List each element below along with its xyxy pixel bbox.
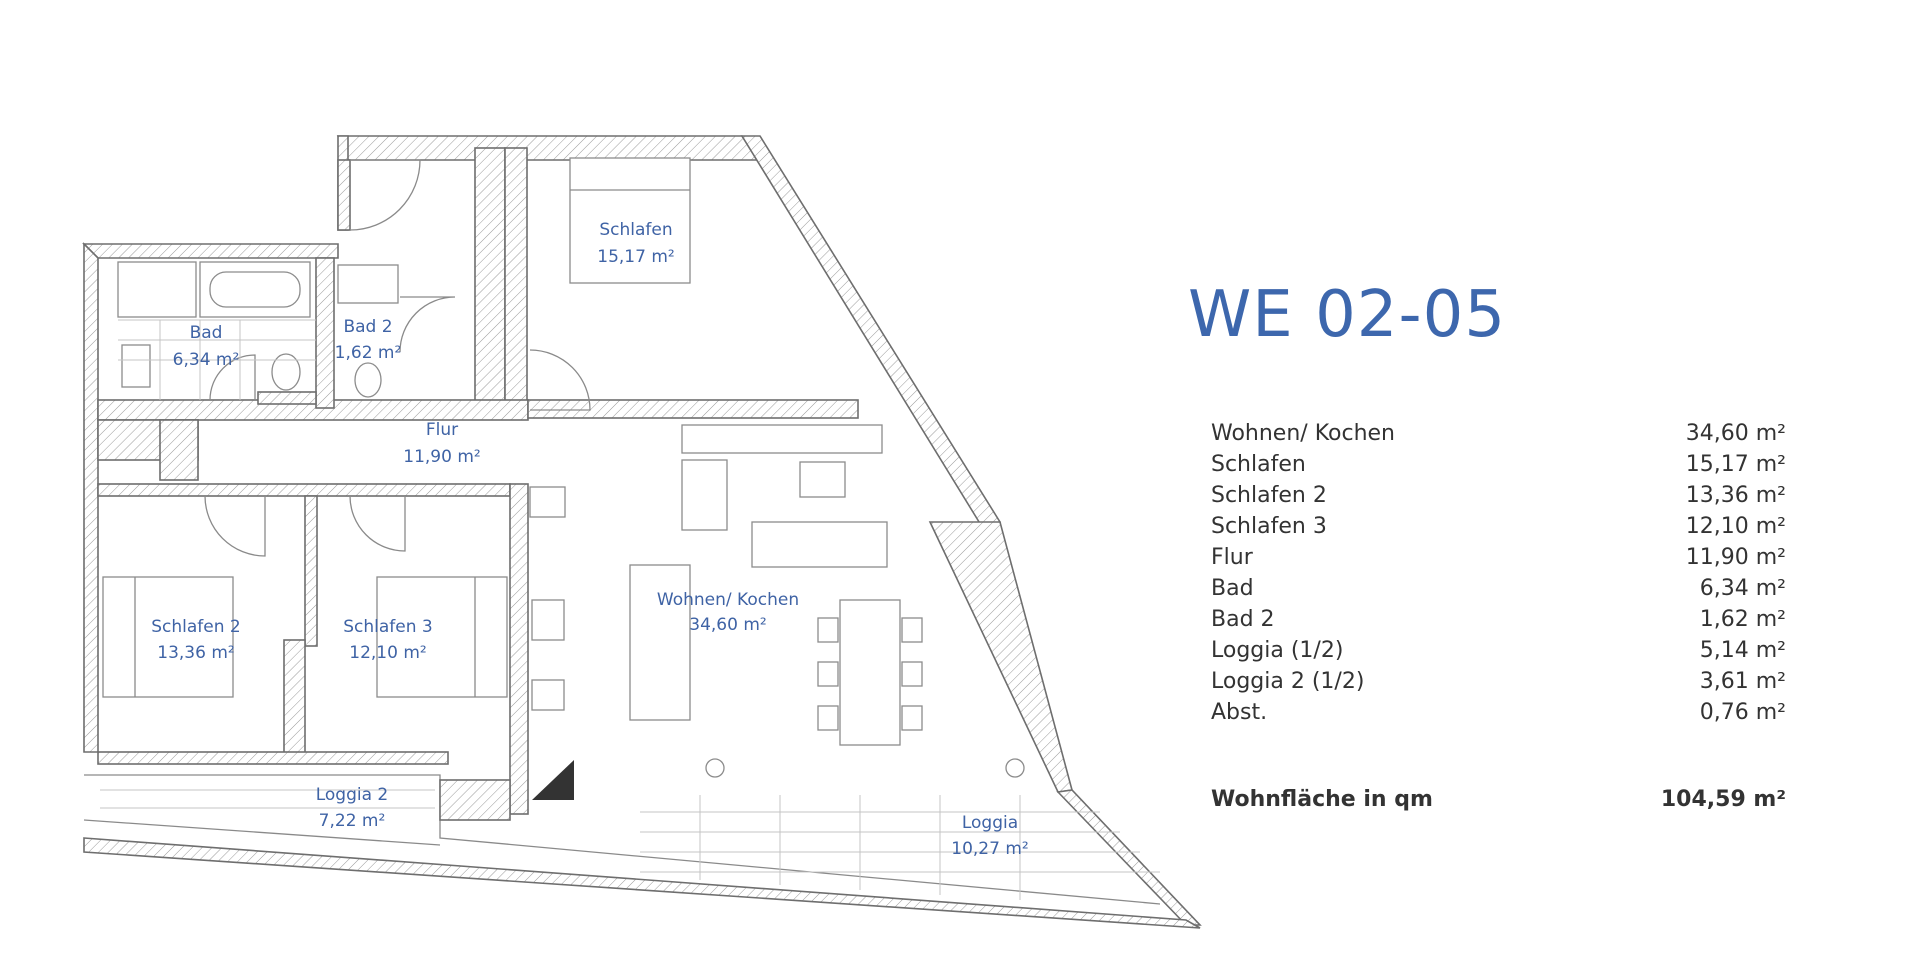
doors (204, 159, 591, 557)
area-row-schlafen2: Schlafen 2 13,36 m² (1211, 480, 1786, 511)
room-schlafen2-area: 13,36 m² (157, 643, 234, 663)
area-row-loggia2: Loggia 2 (1/2) 3,61 m² (1211, 666, 1786, 697)
room-schlafen2-name: Schlafen 2 (151, 617, 241, 637)
area-row-label: Schlafen 2 (1211, 483, 1327, 508)
area-row-loggia: Loggia (1/2) 5,14 m² (1211, 635, 1786, 666)
area-row-value: 34,60 m² (1685, 421, 1786, 446)
unit-title: WE 02-05 (1188, 278, 1507, 352)
area-row-label: Schlafen 3 (1211, 514, 1327, 539)
area-row-label: Bad 2 (1211, 607, 1275, 632)
total-value: 104,59 m² (1660, 787, 1786, 812)
total-label: Wohnfläche in qm (1211, 787, 1433, 812)
area-row-value: 12,10 m² (1685, 514, 1786, 539)
area-row-schlafen: Schlafen 15,17 m² (1211, 449, 1786, 480)
loggia-tiles (100, 789, 1160, 900)
room-bad2-area: 1,62 m² (335, 343, 402, 363)
room-loggia-area: 10,27 m² (951, 839, 1028, 859)
room-loggia2-name: Loggia 2 (316, 785, 389, 805)
area-row-value: 13,36 m² (1685, 483, 1786, 508)
area-row-schlafen3: Schlafen 3 12,10 m² (1211, 511, 1786, 542)
exterior-walls (82, 135, 1202, 929)
room-bad-name: Bad (190, 323, 223, 343)
area-row-value: 15,17 m² (1685, 452, 1786, 477)
area-row-value: 1,62 m² (1699, 607, 1786, 632)
total-row: Wohnfläche in qm 104,59 m² (1211, 787, 1786, 812)
living-furniture (529, 424, 1025, 800)
room-loggia2-area: 7,22 m² (319, 811, 386, 831)
area-row-label: Flur (1211, 545, 1253, 570)
room-schlafen-name: Schlafen (599, 220, 672, 240)
area-row-bad2: Bad 2 1,62 m² (1211, 604, 1786, 635)
room-loggia-name: Loggia (962, 813, 1018, 833)
area-row-value: 6,34 m² (1699, 576, 1786, 601)
area-row-label: Loggia 2 (1/2) (1211, 669, 1365, 694)
room-flur-area: 11,90 m² (403, 447, 480, 467)
area-row-value: 0,76 m² (1699, 700, 1786, 725)
area-row-value: 5,14 m² (1699, 638, 1786, 663)
area-row-label: Abst. (1211, 700, 1268, 725)
room-bad-area: 6,34 m² (173, 350, 240, 370)
area-row-label: Schlafen (1211, 452, 1306, 477)
area-row-label: Bad (1211, 576, 1254, 601)
bath-fixtures (117, 261, 399, 400)
area-row-bad: Bad 6,34 m² (1211, 573, 1786, 604)
interior-walls (97, 147, 859, 821)
floor-plan: Schlafen 15,17 m² Bad 6,34 m² Bad 2 1,62… (82, 135, 1202, 929)
room-schlafen3-name: Schlafen 3 (343, 617, 433, 637)
beds (102, 157, 691, 698)
room-schlafen3-area: 12,10 m² (349, 643, 426, 663)
room-bad2-name: Bad 2 (343, 317, 392, 337)
room-wohnen-name: Wohnen/ Kochen (657, 590, 799, 610)
area-row-abst: Abst. 0,76 m² (1211, 697, 1786, 728)
area-row-label: Wohnen/ Kochen (1211, 421, 1396, 446)
area-row-wohnen: Wohnen/ Kochen 34,60 m² (1211, 418, 1786, 449)
area-row-label: Loggia (1/2) (1211, 638, 1344, 663)
room-flur-name: Flur (426, 420, 458, 440)
area-row-flur: Flur 11,90 m² (1211, 542, 1786, 573)
room-wohnen-area: 34,60 m² (689, 615, 766, 635)
area-row-value: 11,90 m² (1685, 545, 1786, 570)
area-table: Wohnen/ Kochen 34,60 m² Schlafen 15,17 m… (1211, 418, 1786, 728)
area-row-value: 3,61 m² (1699, 669, 1786, 694)
room-schlafen-area: 15,17 m² (597, 247, 674, 267)
